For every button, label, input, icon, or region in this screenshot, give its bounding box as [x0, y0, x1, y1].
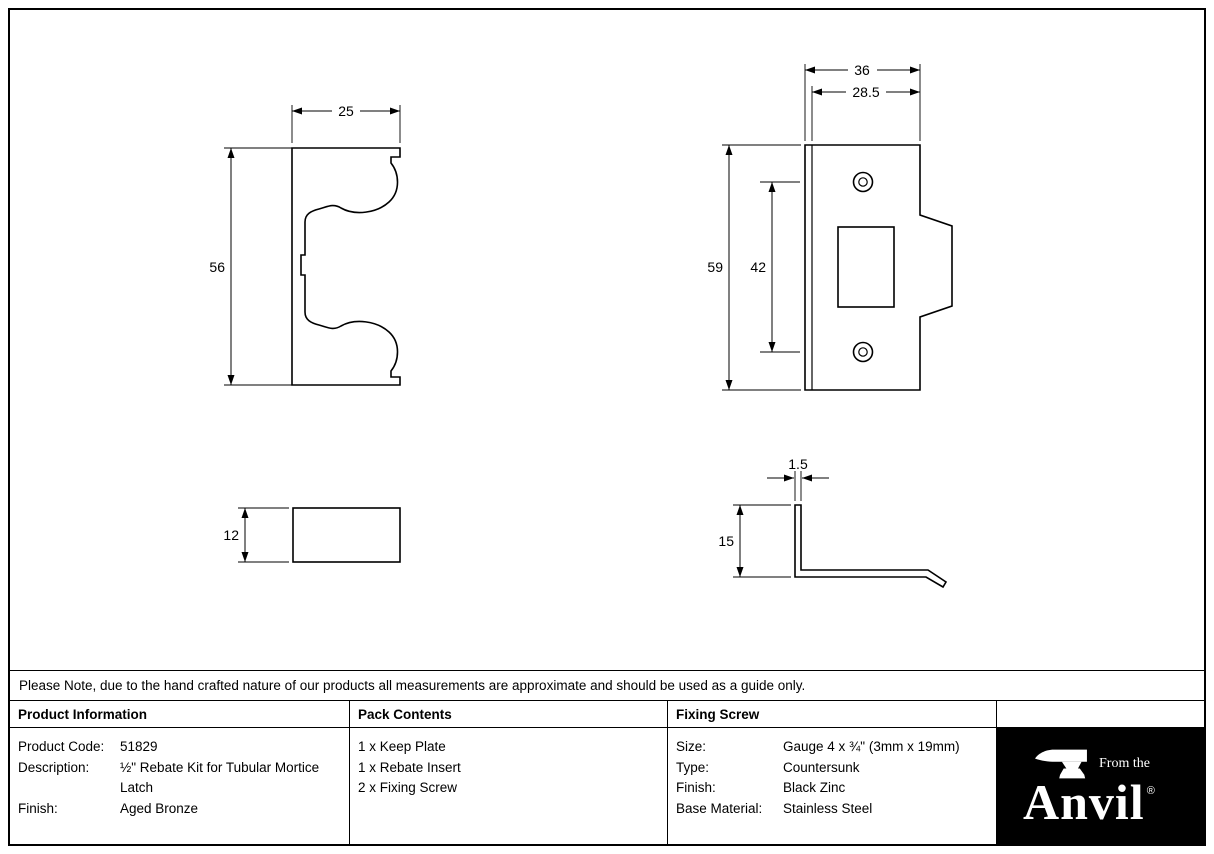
field-label: Type: [676, 759, 710, 775]
registered-mark: ® [1146, 785, 1155, 797]
table-header-row: Product Information Pack Contents Fixing… [10, 701, 1204, 728]
field-value: 51829 [120, 739, 158, 754]
dim-plate-lip-height: 15 [718, 533, 734, 549]
screw-hole-top-inner [858, 177, 868, 187]
extension-lines [760, 181, 800, 353]
extension-lines [722, 144, 801, 391]
field-value: Stainless Steel [783, 800, 873, 816]
note-bar: Please Note, due to the hand crafted nat… [10, 670, 1204, 701]
pack-item: 2 x Fixing Screw [358, 780, 458, 795]
insert-side-outline [292, 507, 401, 563]
keep-plate-outline [804, 144, 953, 391]
note-text: Please Note, due to the hand crafted nat… [19, 678, 806, 693]
field-label: Size: [676, 739, 707, 754]
anvil-logo: From the Anvil ® [997, 728, 1204, 844]
pack-item: 1 x Keep Plate [358, 739, 446, 754]
pack-item: 1 x Rebate Insert [358, 759, 461, 775]
field-label: Finish: [18, 800, 58, 816]
extension-lines [794, 471, 802, 501]
extension-lines [224, 147, 296, 386]
dim-label-bg [848, 63, 877, 78]
latch-cutout [837, 226, 895, 308]
header-product-information: Product Information [10, 701, 350, 727]
dim-plate-inner-width: 28.5 [852, 84, 879, 100]
extension-lines [733, 504, 791, 578]
dim-plate-overall-width: 36 [854, 62, 870, 78]
dim-insert-height: 56 [209, 259, 225, 275]
spec-sheet: 25 56 36 [8, 8, 1206, 846]
drawing-rebate-insert-side: 12 [223, 507, 401, 563]
technical-drawings: 25 56 36 [209, 62, 953, 589]
technical-drawing-area: 25 56 36 [10, 10, 1204, 670]
fixing-screw-cell: Size: Gauge 4 x ¾" (3mm x 19mm) Type: Co… [668, 728, 997, 844]
field-label: Finish: [676, 780, 716, 795]
screw-hole-top [852, 171, 874, 193]
drawing-keep-plate-side: 1.5 15 [718, 456, 948, 589]
dim-insert-thickness: 12 [223, 527, 239, 543]
field-value: Aged Bronze [120, 800, 199, 816]
field-value: ½" Rebate Kit for Tubular Mortice Latch [120, 759, 320, 796]
dim-label-bg [332, 104, 360, 119]
header-fixing-screw: Fixing Screw [668, 701, 997, 727]
drawing-keep-plate-front: 36 28.5 59 42 [707, 62, 953, 391]
dim-plate-hole-spacing: 42 [750, 259, 766, 275]
plate-side-outline [794, 504, 948, 589]
dim-label-bg [846, 85, 886, 100]
anvil-icon [1035, 749, 1087, 779]
logo-tagline: From the [1099, 755, 1150, 771]
pack-contents-cell: 1 x Keep Plate 1 x Rebate Insert 2 x Fix… [350, 728, 668, 844]
brand-cell: From the Anvil ® [997, 728, 1204, 844]
dim-insert-width: 25 [338, 103, 354, 119]
field-label: Product Code: [18, 739, 105, 754]
dim-plate-overall-height: 59 [707, 259, 723, 275]
field-label: Base Material: [676, 800, 763, 816]
header-logo-spacer [997, 701, 1204, 727]
field-label: Description: [18, 759, 90, 775]
table-body-row: Product Code: 51829 Description: ½" Reba… [10, 728, 1204, 844]
header-pack-contents: Pack Contents [350, 701, 668, 727]
field-value: Gauge 4 x ¾" (3mm x 19mm) [783, 739, 960, 754]
rebate-insert-profile [291, 147, 401, 386]
logo-brand-text: Anvil [1023, 774, 1145, 830]
extension-lines [238, 507, 289, 563]
drawing-rebate-insert-front: 25 56 [209, 103, 401, 386]
product-information-cell: Product Code: 51829 Description: ½" Reba… [10, 728, 350, 844]
screw-hole-bottom-inner [858, 347, 868, 357]
field-value: Black Zinc [783, 780, 846, 795]
dim-plate-thickness: 1.5 [788, 456, 808, 472]
field-value: Countersunk [783, 759, 860, 775]
screw-hole-bottom [852, 341, 874, 363]
